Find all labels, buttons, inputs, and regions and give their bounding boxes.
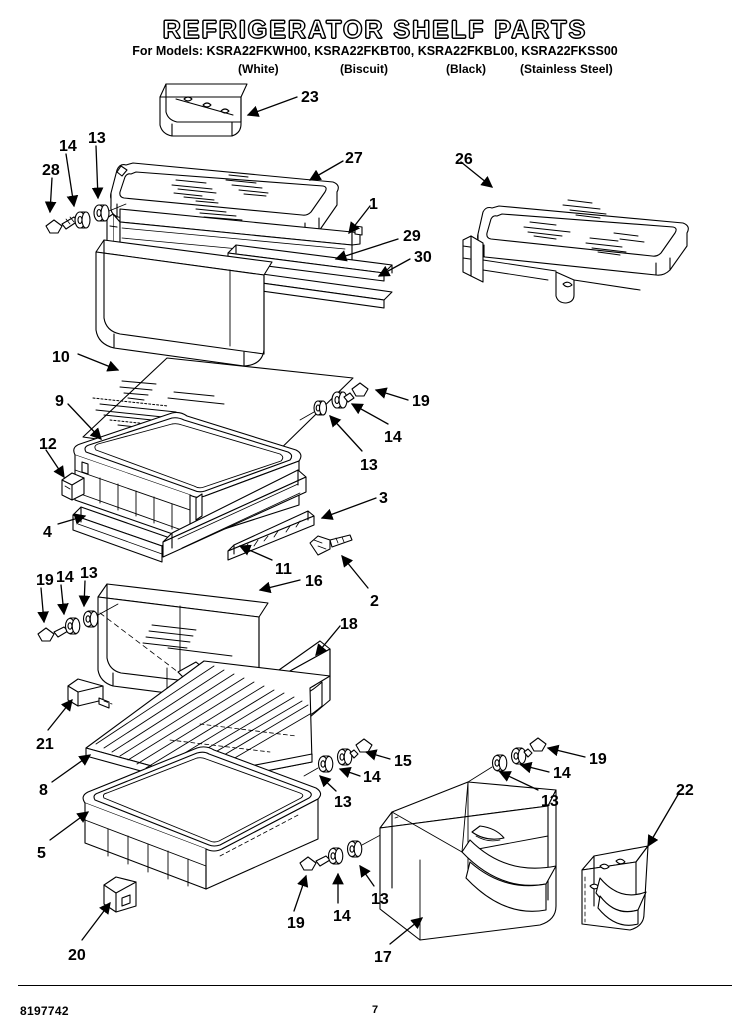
color-label-white: (White): [238, 62, 279, 76]
callout-3: 3: [379, 490, 388, 507]
callout-18: 18: [340, 616, 358, 633]
document-number: 8197742: [20, 1004, 69, 1018]
part-26-glass-shelf: [462, 199, 689, 304]
callout-14: 14: [59, 138, 77, 155]
callout-23: 23: [301, 89, 319, 106]
callout-15: 15: [394, 753, 412, 770]
color-label-black: (Black): [446, 62, 487, 76]
fastener-group-upper-left: [45, 203, 127, 234]
fastener-group-mid-right: [299, 382, 369, 421]
callout-12: 12: [39, 436, 57, 453]
callout-9: 9: [55, 393, 64, 410]
callout-13: 13: [371, 891, 389, 908]
part-4-trim-rail: [72, 506, 171, 563]
callout-11: 11: [275, 561, 292, 578]
footer-divider: [18, 985, 732, 986]
callout-14: 14: [384, 429, 402, 446]
fastener-group-right-lower-b: [467, 737, 547, 783]
callout-14: 14: [553, 765, 571, 782]
color-label-biscuit: (Biscuit): [340, 62, 388, 76]
callout-19: 19: [412, 393, 430, 410]
model-list: For Models: KSRA22FKWH00, KSRA22FKBT00, …: [132, 44, 618, 58]
callout-13: 13: [88, 130, 106, 147]
callout-8: 8: [39, 782, 48, 799]
callout-13: 13: [80, 565, 98, 582]
part-22-pan-handle: [581, 845, 649, 931]
callout-30: 30: [414, 249, 432, 266]
callout-19: 19: [589, 751, 607, 768]
callout-2: 2: [370, 593, 379, 610]
part-27-glass-shelf: [110, 162, 339, 237]
color-variant-row: (White) (Biscuit) (Black) (Stainless Ste…: [0, 62, 750, 80]
callout-20: 20: [68, 947, 86, 964]
color-label-stainless: (Stainless Steel): [520, 62, 613, 76]
callout-14: 14: [333, 908, 351, 925]
leader-lines: [37, 96, 680, 945]
callout-14: 14: [56, 569, 74, 586]
callout-21: 21: [36, 736, 54, 753]
part-5-shelf-frame-lower: [82, 746, 322, 890]
callout-29: 29: [403, 228, 421, 245]
callout-10: 10: [52, 349, 70, 366]
callout-13: 13: [360, 457, 378, 474]
callout-4: 4: [43, 524, 52, 541]
callout-16: 16: [305, 573, 323, 590]
part-2-rail-bracket: [309, 534, 353, 556]
part-21-stop-block: [67, 678, 113, 709]
callout-5: 5: [37, 845, 46, 862]
callout-17: 17: [374, 949, 392, 966]
callout-22: 22: [676, 782, 694, 799]
callout-13: 13: [334, 794, 352, 811]
page-number: 7: [371, 1004, 379, 1016]
part-17-meat-pan: [379, 781, 557, 941]
part-11-front-rail: [162, 469, 307, 558]
callout-28: 28: [42, 162, 60, 179]
fastener-group-left-mid: [37, 603, 179, 673]
callout-19: 19: [287, 915, 305, 932]
callout-14: 14: [363, 769, 381, 786]
part-upper-bin: [95, 239, 273, 367]
callout-26: 26: [455, 151, 473, 168]
callout-19: 19: [36, 572, 54, 589]
callout-1: 1: [369, 196, 378, 213]
callout-13: 13: [541, 793, 559, 810]
part-23-door-bin: [159, 83, 248, 137]
callout-27: 27: [345, 150, 363, 167]
part-20-corner-cap: [103, 876, 137, 913]
page-title: REFRIGERATOR SHELF PARTS: [162, 16, 588, 45]
fastener-group-right-lower-a: [303, 738, 373, 777]
part-12-end-cap: [61, 472, 85, 501]
part-29-trim-rod: [227, 244, 393, 282]
